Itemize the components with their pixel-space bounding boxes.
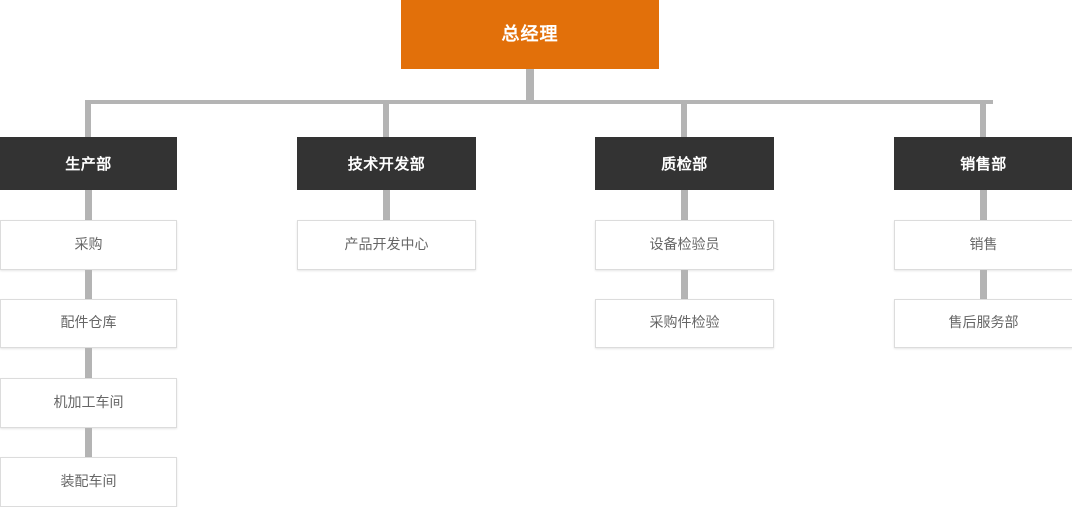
connector-machining-to-assembly [85, 428, 92, 457]
connector-equipment-inspector-to-purchased-parts [681, 270, 688, 299]
node-dept-production[interactable]: 生产部 [0, 137, 177, 190]
connector-parts-warehouse-to-machining [85, 348, 92, 378]
node-sub-assembly-workshop[interactable]: 装配车间 [0, 457, 177, 507]
node-sub-machining-workshop[interactable]: 机加工车间 [0, 378, 177, 428]
node-sub-procurement[interactable]: 采购 [0, 220, 177, 270]
node-sub-equipment-inspector-label: 设备检验员 [649, 236, 720, 253]
node-sub-parts-warehouse-label: 配件仓库 [60, 315, 117, 332]
node-sub-product-development-center[interactable]: 产品开发中心 [297, 220, 476, 270]
node-dept-quality-inspection-label: 质检部 [661, 154, 708, 173]
connector-technical-to-product-dev-center [383, 190, 390, 221]
node-dept-quality-inspection[interactable]: 质检部 [595, 137, 774, 190]
node-sub-machining-workshop-label: 机加工车间 [53, 394, 124, 411]
node-sub-purchased-parts-inspection-label: 采购件检验 [649, 315, 720, 332]
node-sub-after-sales-service[interactable]: 售后服务部 [894, 299, 1072, 348]
connector-quality-to-equipment-inspector [681, 190, 688, 221]
node-dept-production-label: 生产部 [65, 154, 112, 173]
connector-bus-riser-quality [681, 100, 687, 140]
node-sub-sales[interactable]: 销售 [894, 220, 1072, 270]
connector-sales-to-after-sales-service [980, 270, 987, 299]
connector-procurement-to-parts-warehouse [85, 270, 92, 299]
connector-bus-riser-technical [383, 100, 389, 140]
connector-bus-riser-sales [980, 100, 986, 140]
node-dept-sales[interactable]: 销售部 [894, 137, 1072, 190]
node-sub-assembly-workshop-label: 装配车间 [60, 473, 117, 490]
node-root-general-manager[interactable]: 总经理 [401, 0, 659, 69]
node-dept-sales-label: 销售部 [960, 154, 1007, 173]
connector-production-to-procurement [85, 190, 92, 221]
connector-root-stem [526, 69, 534, 102]
node-dept-technical-development-label: 技术开发部 [347, 154, 426, 173]
node-sub-after-sales-service-label: 售后服务部 [948, 315, 1019, 332]
connector-bus-riser-production [85, 100, 91, 140]
connector-main-bus [85, 100, 993, 104]
node-dept-technical-development[interactable]: 技术开发部 [297, 137, 476, 190]
node-sub-equipment-inspector[interactable]: 设备检验员 [595, 220, 774, 270]
node-sub-sales-label: 销售 [969, 236, 998, 253]
node-sub-product-development-center-label: 产品开发中心 [344, 236, 429, 253]
node-root-label: 总经理 [501, 23, 559, 45]
node-sub-purchased-parts-inspection[interactable]: 采购件检验 [595, 299, 774, 348]
node-sub-parts-warehouse[interactable]: 配件仓库 [0, 299, 177, 348]
connector-sales-dept-to-sales [980, 190, 987, 221]
node-sub-procurement-label: 采购 [74, 236, 103, 253]
